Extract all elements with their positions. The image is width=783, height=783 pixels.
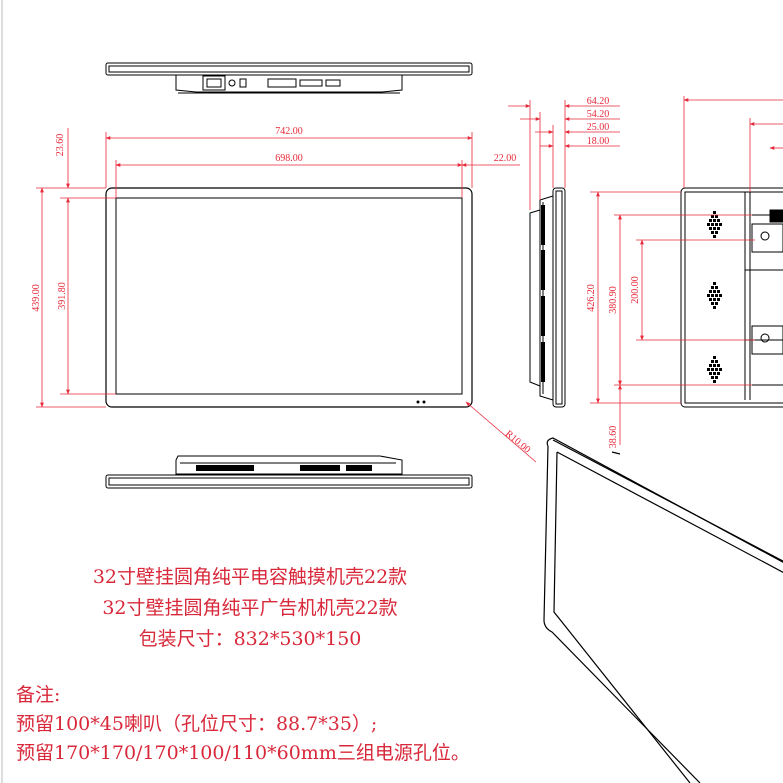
vent-hole	[715, 231, 718, 234]
vent-hole	[711, 302, 714, 305]
dim-depth-total: 64.20	[587, 96, 610, 107]
dim-back-mount-height: 380.90	[608, 286, 619, 314]
vent-hole	[713, 235, 716, 238]
vent-hole	[711, 223, 714, 226]
vent-hole	[717, 298, 720, 301]
vent-hole	[711, 215, 714, 218]
vent-hole	[711, 231, 714, 234]
vent-hole	[707, 223, 710, 226]
vent-hole	[715, 302, 718, 305]
vent-hole	[711, 368, 714, 371]
vent-hole	[707, 368, 710, 371]
vent-hole	[715, 223, 718, 226]
dim-back-bottom-offset: 38.60	[608, 426, 619, 449]
vent-hole	[717, 227, 720, 230]
dim-back-height: 426.20	[586, 284, 597, 312]
dim-corner-radius: R10.00	[503, 428, 532, 455]
dim-outer-width: 742.00	[275, 126, 303, 137]
vent-hole	[711, 294, 714, 297]
perspective-view	[543, 437, 783, 783]
vent-hole	[713, 219, 716, 222]
front-dimension-lines	[36, 128, 537, 463]
vent-hole	[717, 219, 720, 222]
vent-hole	[719, 223, 722, 226]
vent-hole	[717, 290, 720, 293]
side-dimension-lines	[508, 100, 620, 210]
vent-hole	[711, 286, 714, 289]
dim-side-gap: 22.00	[494, 153, 517, 164]
back-dimension-labels: 426.20 380.90 200.00 38.60	[586, 276, 641, 448]
vent-hole	[713, 211, 716, 214]
vent-hole	[711, 360, 714, 363]
vent-hole	[713, 356, 716, 359]
vent-hole	[709, 290, 712, 293]
vent-hole	[713, 364, 716, 367]
vent-hole	[709, 372, 712, 375]
vent-hole	[713, 298, 716, 301]
vent-hole	[711, 376, 714, 379]
top-view	[105, 62, 473, 94]
bottom-vents	[196, 465, 372, 471]
notes-title: 备注:	[16, 684, 61, 706]
dim-inner-width: 698.00	[275, 153, 303, 164]
vent-hole	[715, 376, 718, 379]
bottom-view	[105, 455, 473, 489]
vent-hole	[713, 380, 716, 383]
dim-outer-height: 439.00	[31, 284, 42, 312]
vent-hole	[715, 360, 718, 363]
dim-back-mount-spacing: 200.00	[630, 276, 641, 304]
vent-hole	[715, 286, 718, 289]
dim-top-gap: 23.60	[55, 134, 66, 157]
dim-depth-bezel: 25.00	[587, 122, 610, 133]
vent-hole	[709, 227, 712, 230]
vent-hole	[719, 294, 722, 297]
vent-hole	[715, 368, 718, 371]
vent-hole	[713, 282, 716, 285]
back-vent-pattern	[707, 211, 722, 383]
notes-line-1: 预留100*45喇叭（孔位尺寸：88.7*35）;	[16, 713, 378, 735]
vent-hole	[719, 368, 722, 371]
vent-hole	[709, 364, 712, 367]
vent-hole	[713, 372, 716, 375]
caption-line-2: 32寸壁挂圆角纯平广告机机壳22款	[102, 597, 398, 619]
vent-hole	[709, 298, 712, 301]
side-dimension-labels: 64.20 54.20 25.00 18.00	[587, 96, 610, 147]
vent-hole	[707, 294, 710, 297]
caption-line-3: 包装尺寸：832*530*150	[138, 628, 362, 650]
dim-inner-height: 391.80	[57, 282, 68, 310]
dim-depth-body: 54.20	[587, 109, 610, 120]
back-view	[680, 187, 783, 408]
vent-hole	[715, 215, 718, 218]
vent-hole	[717, 364, 720, 367]
side-vents	[541, 205, 545, 382]
dim-depth-front: 18.00	[587, 136, 610, 147]
vent-hole	[713, 290, 716, 293]
vent-hole	[715, 294, 718, 297]
caption-line-1: 32寸壁挂圆角纯平电容触摸机壳22款	[92, 566, 408, 588]
notes-line-2: 预留170*170/170*100/110*60mm三组电源孔位。	[16, 742, 470, 764]
back-dimension-lines	[590, 96, 783, 445]
vent-hole	[709, 219, 712, 222]
vent-hole	[713, 227, 716, 230]
side-view	[529, 187, 566, 408]
front-view	[105, 187, 473, 408]
vent-hole	[717, 372, 720, 375]
vent-hole	[713, 306, 716, 309]
